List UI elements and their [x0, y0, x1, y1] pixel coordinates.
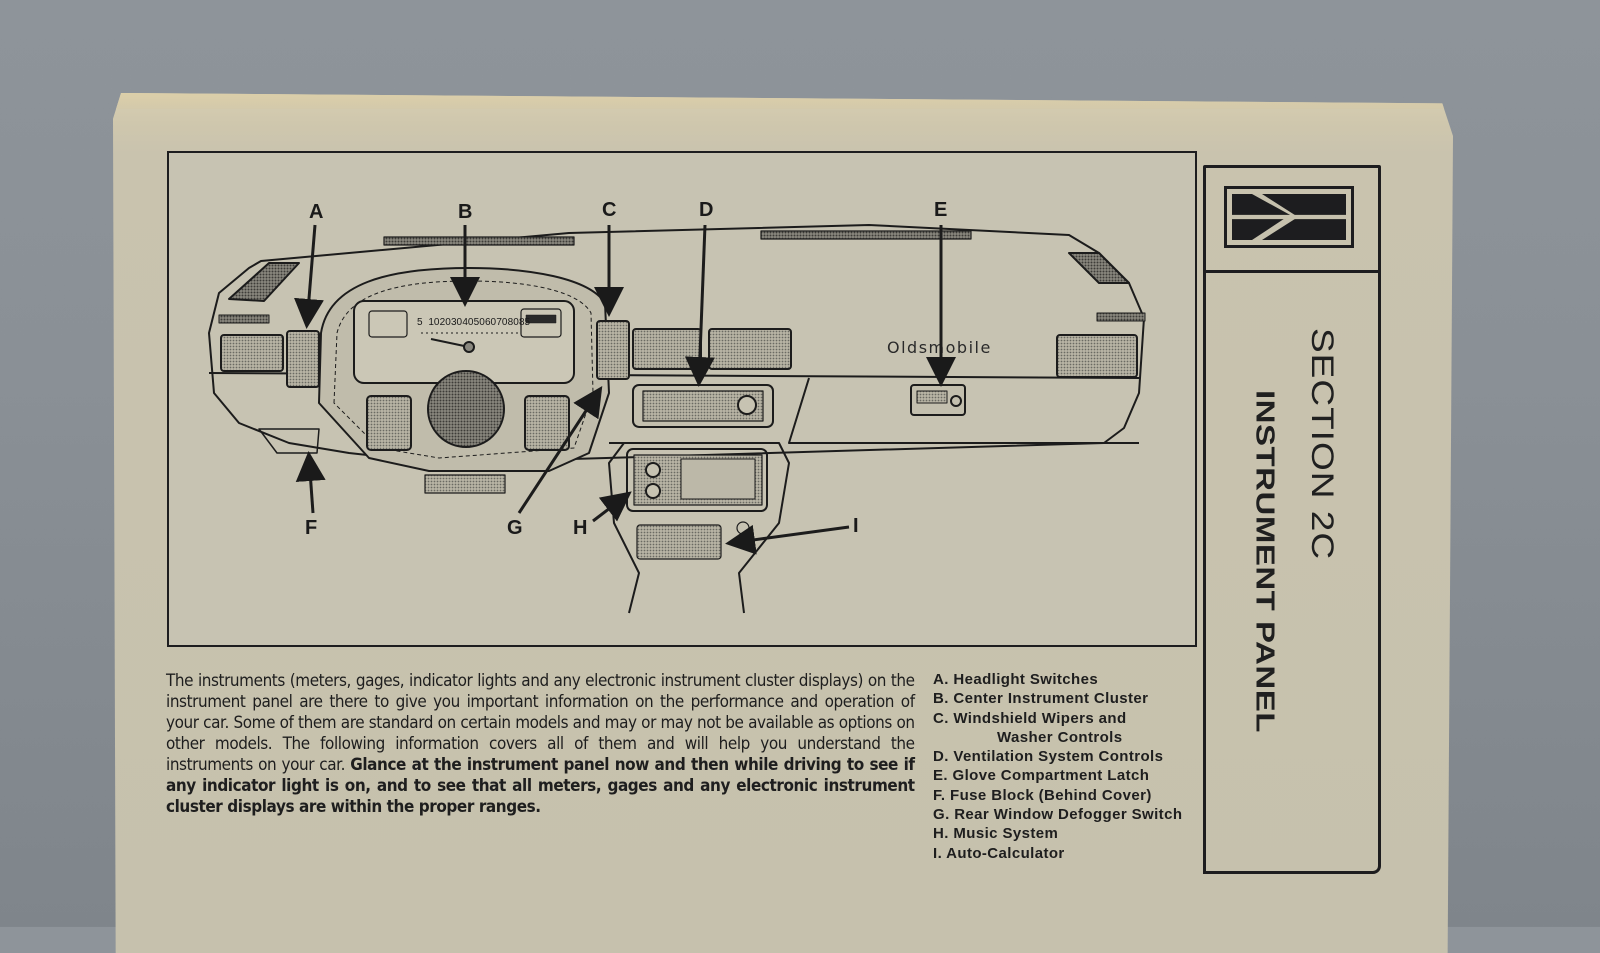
diagram-legend: A. Headlight Switches B. Center Instrume… [933, 670, 1182, 863]
odometer [520, 308, 562, 338]
radio-bezel [626, 448, 768, 512]
legend-item-c: C. Windshield Wipers and [933, 709, 1127, 727]
center-console [608, 442, 790, 614]
callout-f: F [305, 517, 318, 539]
fuse-block-cover [258, 428, 320, 454]
speedometer-label: 30 [451, 317, 463, 328]
callout-a: A [309, 201, 324, 223]
intro-paragraph: The instruments (meters, gages, indicato… [166, 670, 915, 817]
logo-area [1206, 168, 1378, 273]
center-vent-left [632, 328, 702, 370]
callout-d: D [699, 199, 714, 221]
callout-e: E [934, 199, 948, 221]
intro-bold-text: Glance at the instrument panel now and t… [166, 755, 915, 816]
section-tab: SECTION 2C INSTRUMENT PANEL [1203, 165, 1381, 874]
speedometer-label: 50 [474, 317, 486, 328]
defrost-vent-right [760, 230, 972, 240]
callout-b: B [458, 201, 473, 223]
speedometer-label: 70 [496, 317, 508, 328]
speedometer-label: 10 [428, 317, 440, 328]
legend-item-c-cont: Washer Controls [997, 728, 1123, 746]
legend-item-i: I. Auto-Calculator [933, 844, 1065, 862]
speedometer-label: 60 [485, 317, 497, 328]
section-subtitle: INSTRUMENT PANEL [1250, 390, 1280, 733]
arrow-f [295, 451, 326, 514]
speedometer-label: 5 [417, 317, 423, 328]
speedometer-needle [430, 338, 470, 348]
speedometer-label: 85 [519, 317, 531, 328]
legend-item-a: A. Headlight Switches [933, 671, 1099, 688]
speedometer-label: 40 [462, 317, 474, 328]
steering-wheel-hub [427, 370, 505, 448]
arrow-i [725, 524, 850, 555]
oldsmobile-wordmark: Oldsmobile [887, 338, 992, 357]
defrost-vent-left [383, 236, 575, 246]
auto-calculator [636, 524, 722, 560]
oldsmobile-rocket-logo-icon [1224, 186, 1354, 248]
arrow-g [517, 385, 603, 514]
arrow-d [684, 224, 715, 387]
arrow-h [592, 491, 632, 523]
speedometer-label: 80 [508, 317, 520, 328]
left-air-vent [220, 334, 284, 372]
legend-item-e: E. Glove Compartment Latch [933, 767, 1150, 785]
callout-c: C [602, 199, 617, 221]
callout-i: I [853, 515, 859, 537]
wiper-switch-pod [596, 320, 630, 380]
legend-item-g: G. Rear Window Defogger Switch [933, 806, 1183, 824]
legend-item-h: H. Music System [933, 825, 1059, 843]
intro-text: The instruments (meters, gages, indicato… [166, 671, 915, 774]
legend-item-d: D. Ventilation System Controls [933, 748, 1164, 766]
legend-item-f: F. Fuse Block (Behind Cover) [933, 786, 1152, 804]
fuel-gauge [368, 310, 408, 338]
left-corner-vent [228, 262, 300, 302]
section-title: SECTION 2C [1305, 328, 1340, 561]
right-corner-vent [1068, 252, 1130, 284]
callout-h: H [573, 517, 588, 539]
arrow-a [294, 224, 324, 329]
callout-g: G [507, 517, 523, 539]
column-vent [424, 474, 506, 494]
speedometer-label: 20 [440, 317, 452, 328]
legend-item-b: B. Center Instrument Cluster [933, 690, 1149, 708]
headlight-switch-pod [286, 330, 320, 388]
callout-arrows [294, 224, 956, 555]
right-air-vent [1056, 334, 1138, 378]
center-vent-right [708, 328, 792, 370]
